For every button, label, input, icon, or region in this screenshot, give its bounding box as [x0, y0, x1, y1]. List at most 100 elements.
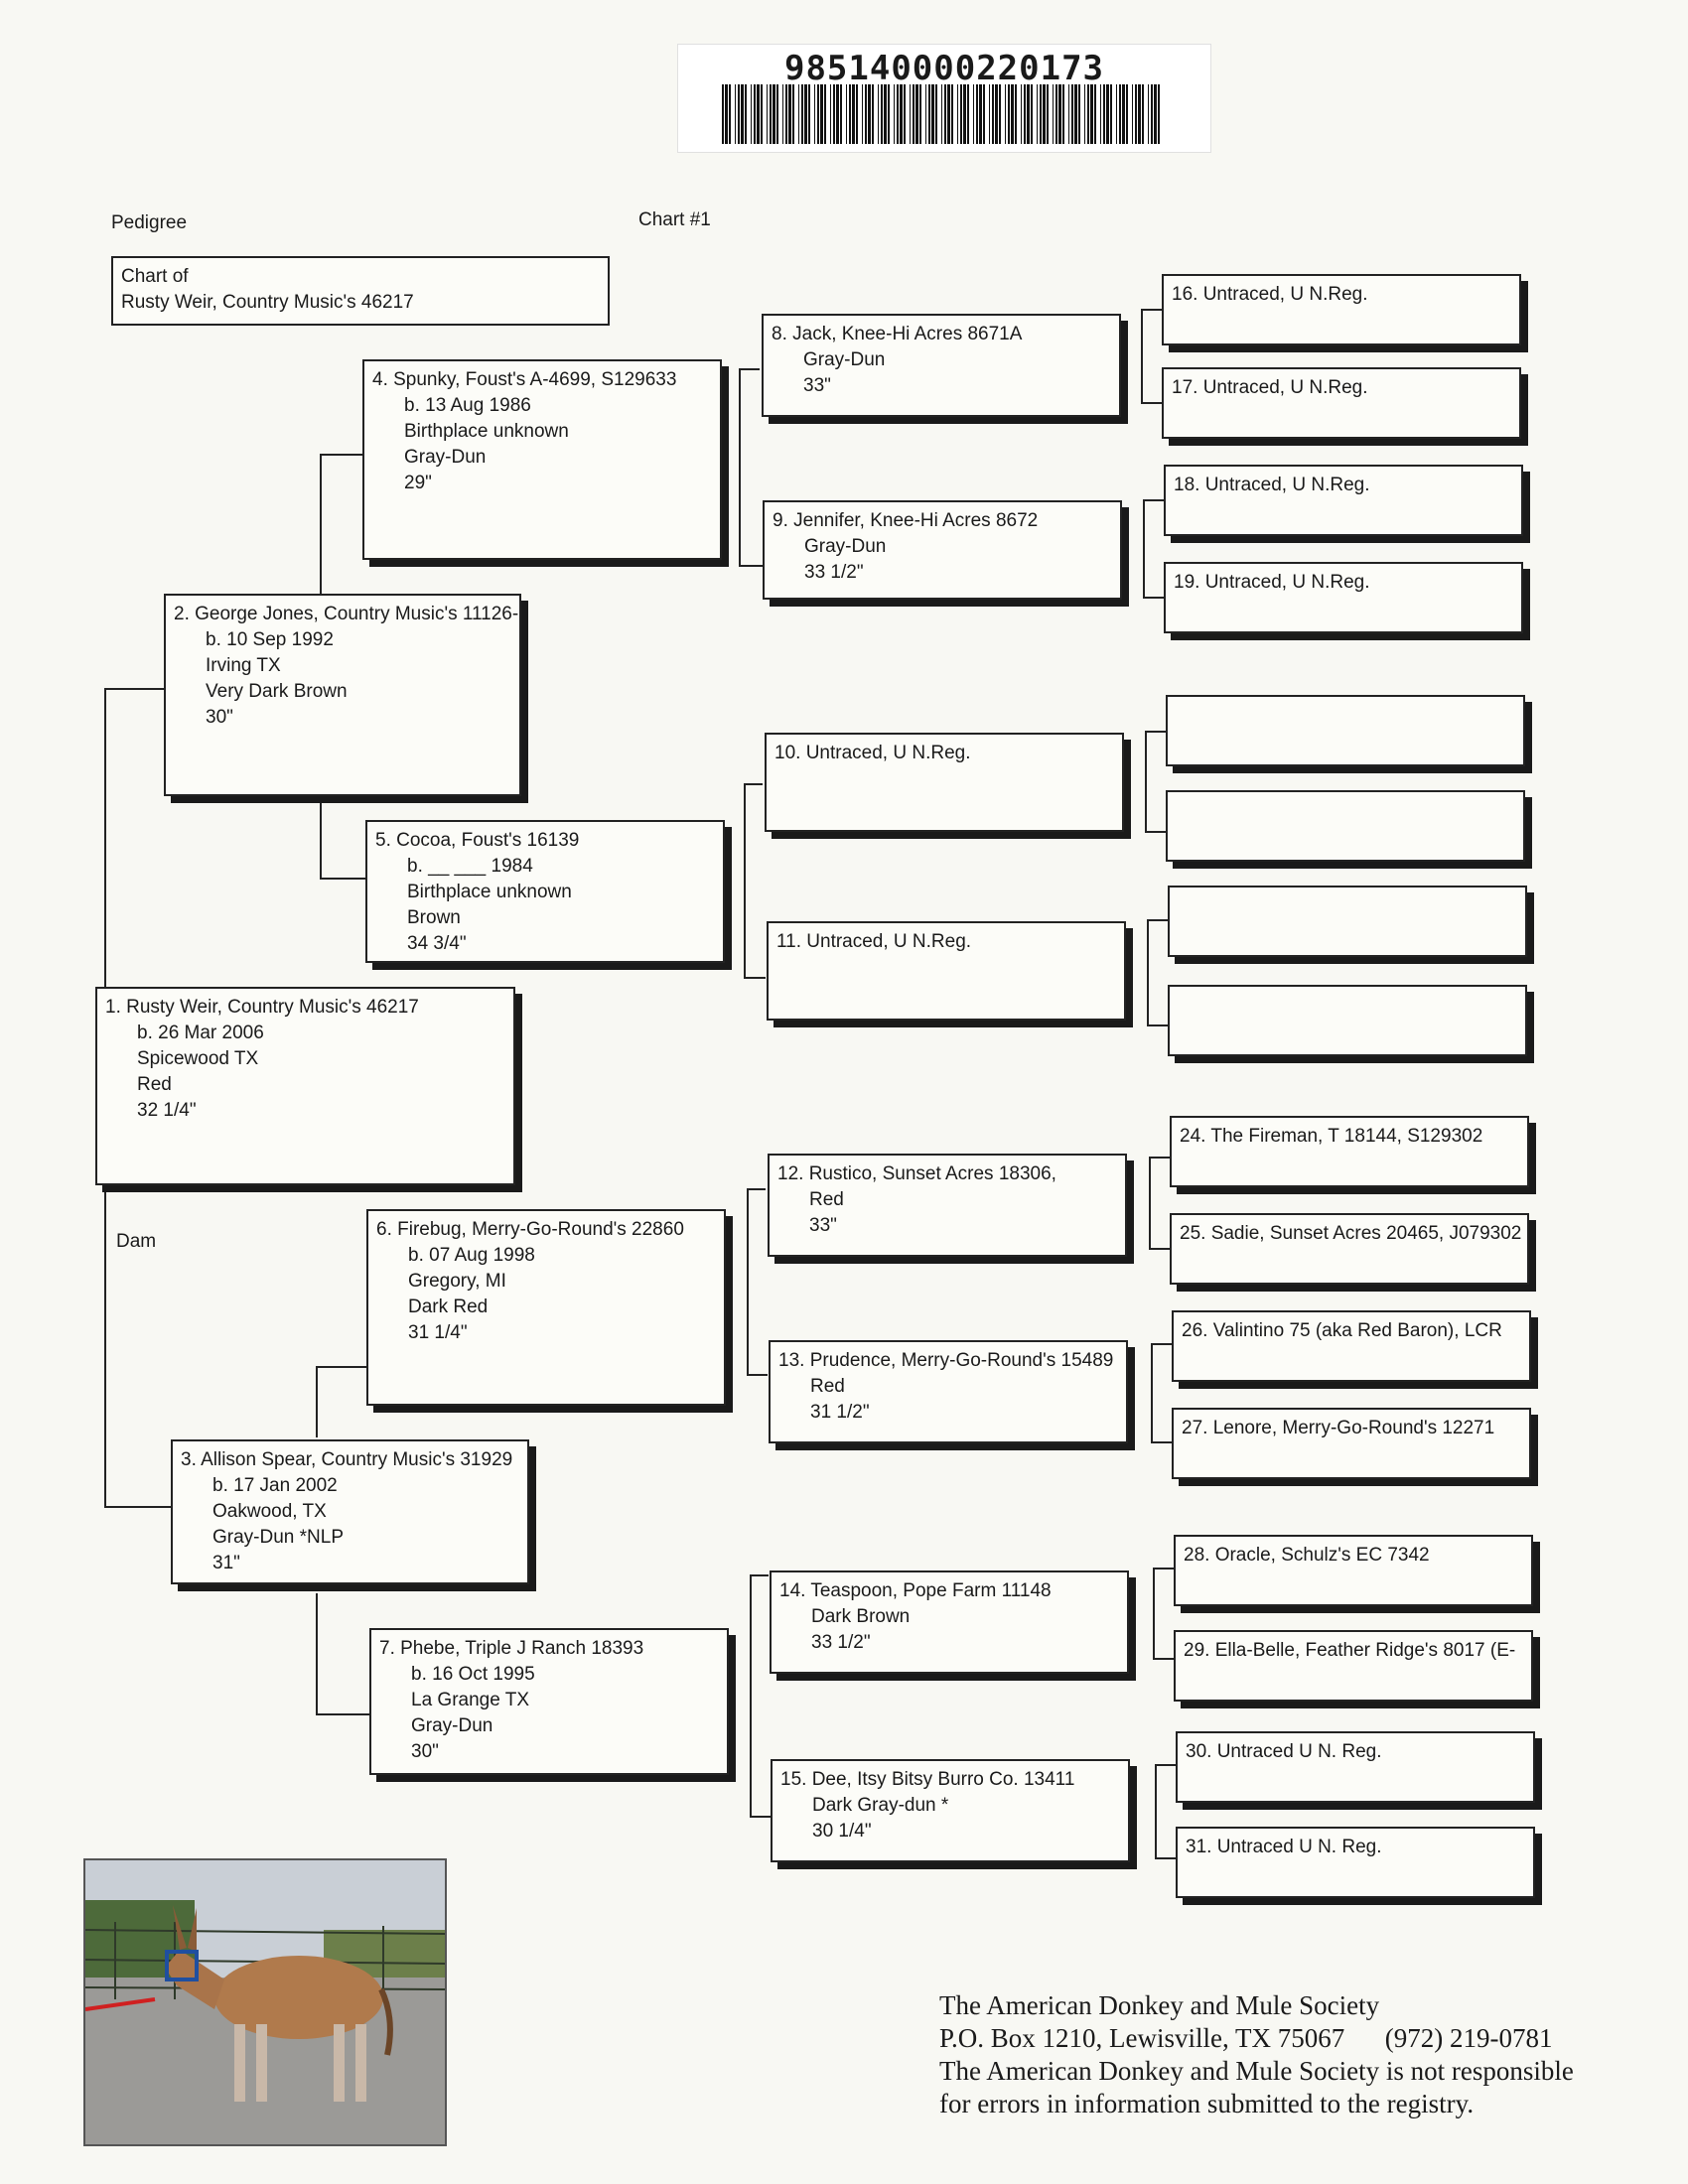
barcode-bar [804, 84, 807, 144]
barcode-bar [1078, 84, 1080, 144]
barcode-bar [915, 84, 918, 144]
barcode-bar [878, 84, 879, 144]
animal-name: 19. Untraced, U N.Reg. [1174, 572, 1370, 593]
barcode-bar [897, 84, 899, 144]
animal-detail: Gray-Dun [803, 349, 886, 370]
animal-detail: Dark Brown [811, 1606, 911, 1627]
barcode-bar [1122, 84, 1125, 144]
animal-name: 5. Cocoa, Foust's 16139 [375, 830, 580, 851]
barcode-bar [1084, 84, 1085, 144]
barcode-bar [1103, 84, 1105, 144]
animal-name: 3. Allison Spear, Country Music's 31929 [181, 1449, 513, 1470]
animal-detail: 33 1/2" [804, 562, 864, 583]
barcode-bar [963, 84, 966, 144]
animal-detail: b. 13 Aug 1986 [404, 395, 531, 416]
animal-name: 12. Rustico, Sunset Acres 18306, [777, 1163, 1056, 1184]
barcode-bar [1053, 84, 1054, 144]
animal-detail: 34 3/4" [407, 933, 467, 954]
animal-detail: 33 1/2" [811, 1632, 871, 1653]
barcode-bar [1148, 84, 1149, 144]
animal-name: 9. Jennifer, Knee-Hi Acres 8672 [773, 510, 1039, 531]
barcode-bar [770, 84, 772, 144]
chart-of-label: Chart of [121, 266, 189, 287]
pedigree-box-2: 2. George Jones, Country Music's 11126- … [164, 594, 521, 796]
barcode-bar [995, 84, 998, 144]
pedigree-box-23 [1168, 985, 1527, 1056]
animal-detail: Gray-Dun *NLP [212, 1527, 344, 1548]
barcode-bar [925, 84, 926, 144]
barcode-bar [852, 84, 855, 144]
animal-detail: b. 16 Oct 1995 [411, 1664, 535, 1685]
animal-name: 18. Untraced, U N.Reg. [1174, 475, 1370, 495]
pedigree-box-22 [1168, 886, 1527, 957]
barcode-bar [1158, 84, 1160, 144]
pedigree-box-15: 15. Dee, Itsy Bitsy Burro Co. 13411 Dark… [771, 1759, 1130, 1862]
pedigree-box-17: 17. Untraced, U N.Reg. [1162, 367, 1521, 439]
animal-detail: Spicewood TX [137, 1048, 259, 1069]
barcode-bar [754, 84, 756, 144]
animal-detail: Very Dark Brown [206, 681, 348, 702]
barcode-bar [1055, 84, 1057, 144]
animal-detail: b. 26 Mar 2006 [137, 1023, 264, 1043]
animal-detail: 33" [803, 375, 831, 396]
chart-of-box: Chart of Rusty Weir, Country Music's 462… [111, 256, 610, 326]
animal-name: 17. Untraced, U N.Reg. [1172, 377, 1368, 398]
barcode-bar [1126, 84, 1128, 144]
barcode-bar [935, 84, 937, 144]
footer-line: The American Donkey and Mule Society [939, 1990, 1380, 2020]
animal-name: 15. Dee, Itsy Bitsy Burro Co. 13411 [780, 1769, 1075, 1790]
pedigree-box-1: 1. Rusty Weir, Country Music's 46217 b. … [95, 987, 515, 1185]
animal-detail: 30" [206, 707, 233, 728]
barcode-bar [745, 84, 747, 144]
barcode-bar [836, 84, 839, 144]
animal-name: 6. Firebug, Merry-Go-Round's 22860 [376, 1219, 684, 1240]
barcode-bar [973, 84, 974, 144]
pedigree-box-3: 3. Allison Spear, Country Music's 31929 … [171, 1439, 529, 1584]
barcode-bar [1011, 84, 1014, 144]
pedigree-box-9: 9. Jennifer, Knee-Hi Acres 8672 Gray-Dun… [763, 500, 1122, 600]
barcode-bar [1074, 84, 1077, 144]
barcode-bar [824, 84, 826, 144]
pedigree-box-18: 18. Untraced, U N.Reg. [1164, 465, 1523, 536]
barcode-bar [808, 84, 810, 144]
barcode-bar [735, 84, 736, 144]
animal-name: 8. Jack, Knee-Hi Acres 8671A [772, 324, 1023, 344]
barcode-bar [1110, 84, 1112, 144]
barcode-bar [1090, 84, 1093, 144]
animal-detail: b. 17 Jan 2002 [212, 1475, 338, 1496]
animal-detail: b. __ ___ 1984 [407, 856, 533, 877]
animal-detail: Gray-Dun [411, 1715, 493, 1736]
barcode-bar [1116, 84, 1117, 144]
barcode-bar [767, 84, 768, 144]
barcode-bar [1027, 84, 1030, 144]
animal-detail: Red [810, 1376, 845, 1397]
barcode-bar [1087, 84, 1089, 144]
barcode-bar [947, 84, 950, 144]
barcode-number: 985140000220173 [783, 49, 1105, 88]
barcode-bar [1135, 84, 1137, 144]
pedigree-box-6: 6. Firebug, Merry-Go-Round's 22860 b. 07… [366, 1209, 726, 1406]
barcode-bar [1142, 84, 1144, 144]
animal-detail: 30" [411, 1741, 439, 1762]
barcode-bar [1154, 84, 1157, 144]
animal-name: 1. Rusty Weir, Country Music's 46217 [105, 997, 419, 1018]
pedigree-box-29: 29. Ella-Belle, Feather Ridge's 8017 (E- [1174, 1630, 1533, 1702]
animal-name: 13. Prudence, Merry-Go-Round's 15489 [778, 1350, 1114, 1371]
pedigree-box-21 [1166, 790, 1525, 862]
animal-name: 24. The Fireman, T 18144, S129302 [1180, 1126, 1483, 1147]
barcode-bar [881, 84, 883, 144]
barcode-bar [798, 84, 799, 144]
animal-detail: Gray-Dun [804, 536, 887, 557]
animal-detail: 31" [212, 1553, 240, 1573]
barcode-bar [865, 84, 867, 144]
barcode-bar [776, 84, 778, 144]
barcode-bar [1119, 84, 1121, 144]
barcode-bar [1071, 84, 1073, 144]
barcode-bar [792, 84, 794, 144]
barcode-bar [862, 84, 863, 144]
barcode-bar [814, 84, 815, 144]
animal-detail: 31 1/2" [810, 1402, 870, 1423]
animal-detail: Birthplace unknown [407, 882, 572, 902]
barcode-bar [761, 84, 763, 144]
barcode-bar [913, 84, 914, 144]
